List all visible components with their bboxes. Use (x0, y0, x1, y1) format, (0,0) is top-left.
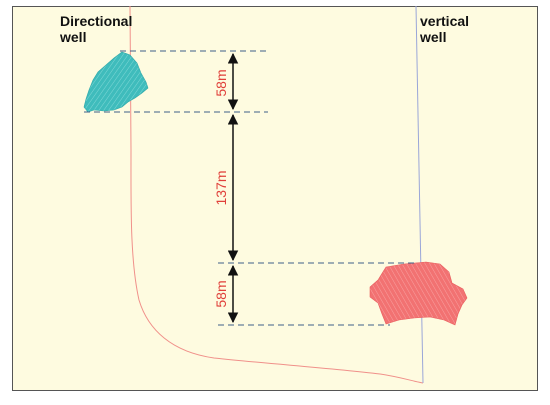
vertical-well-track (415, 5, 424, 384)
upper-target-body (83, 51, 149, 113)
upper-thickness-label: 58m (213, 69, 229, 96)
guide-lines (84, 50, 418, 326)
lower-target-body (369, 261, 468, 326)
interval-label: 137m (213, 170, 229, 205)
directional-well-label: Directional well (60, 13, 133, 45)
lower-thickness-label: 58m (213, 280, 229, 307)
diagram-frame (12, 6, 538, 391)
vertical-well-label: vertical well (420, 13, 470, 45)
directional-well-track (129, 5, 424, 384)
